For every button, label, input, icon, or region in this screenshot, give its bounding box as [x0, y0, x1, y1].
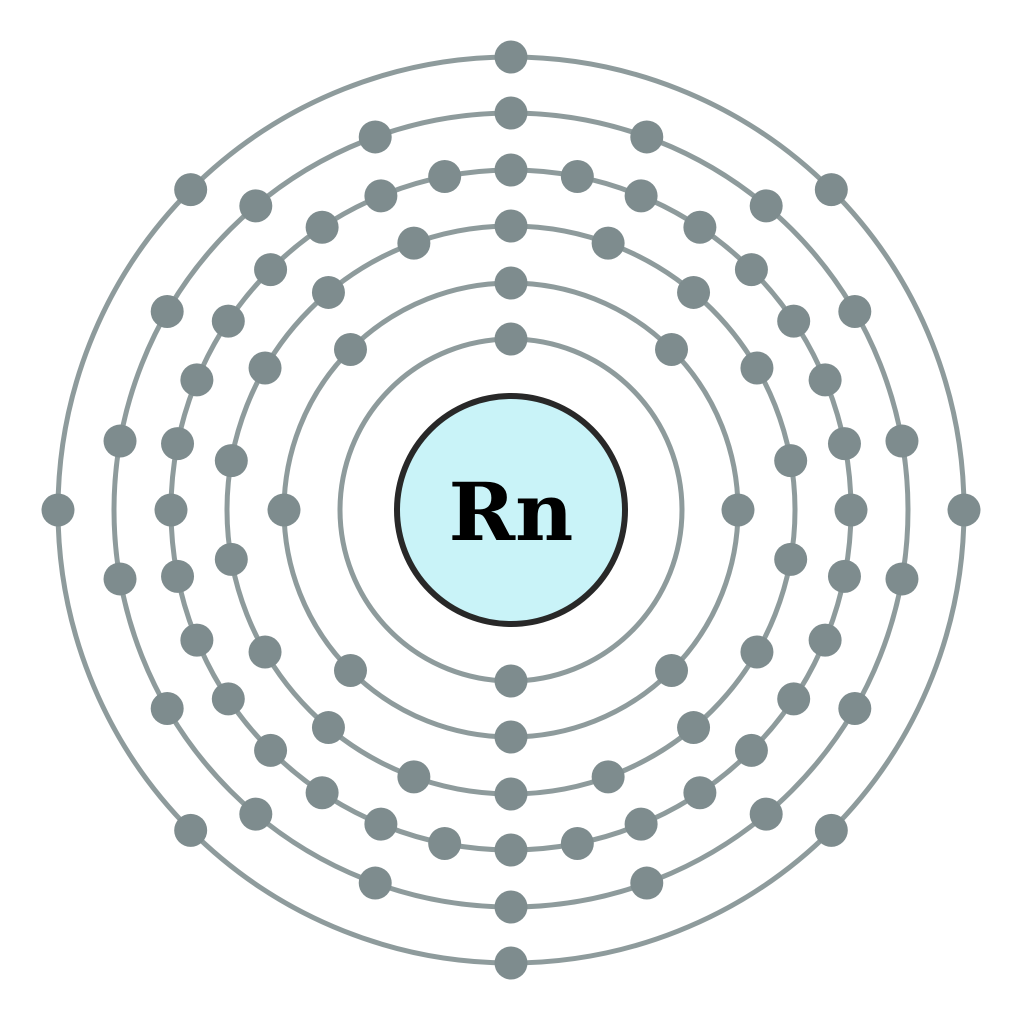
electron-shell4-13: [734, 733, 768, 767]
electron-shell3-18: [397, 226, 431, 260]
electron-shell5-3: [749, 189, 783, 223]
electron-shell6-6: [174, 813, 208, 847]
electron-shell4-27: [180, 363, 214, 397]
electron-shell5-16: [150, 295, 184, 328]
electron-shell4-2: [560, 160, 594, 194]
electron-shell2-5: [494, 720, 528, 754]
electron-shell5-7: [838, 692, 872, 725]
electron-shell3-7: [740, 635, 774, 669]
electron-shell4-12: [777, 682, 811, 716]
electron-shell5-17: [239, 189, 273, 223]
electron-shell3-3: [677, 275, 711, 309]
element-symbol: Rn: [449, 465, 574, 559]
electron-shell2-3: [721, 493, 755, 527]
electron-shell4-5: [734, 253, 768, 287]
electron-shell4-23: [180, 623, 214, 657]
electron-shell4-8: [827, 427, 861, 461]
electron-shell4-17: [494, 833, 528, 867]
electron-shell4-14: [683, 776, 717, 810]
electron-shell1-1: [494, 322, 528, 356]
electron-shell4-29: [254, 253, 288, 287]
electron-shell3-13: [248, 635, 282, 669]
electron-shell6-7: [41, 493, 75, 527]
electron-shell5-9: [630, 866, 664, 900]
electron-shell3-5: [774, 444, 808, 478]
electron-shell2-1: [494, 266, 528, 300]
electron-shell4-25: [154, 493, 188, 527]
electron-shell5-2: [630, 120, 664, 154]
electron-shell4-26: [161, 427, 195, 461]
electron-shell4-24: [161, 559, 195, 593]
electron-shell4-9: [834, 493, 868, 527]
electron-shell6-5: [494, 946, 528, 980]
electron-shell6-2: [814, 173, 848, 207]
electron-shell3-12: [311, 711, 345, 745]
electron-shell4-32: [428, 160, 462, 194]
electron-shell2-2: [655, 332, 689, 366]
electron-shell5-6: [885, 562, 919, 596]
electron-shell5-13: [150, 692, 184, 725]
electron-shell2-6: [333, 654, 367, 688]
electron-shell5-10: [494, 890, 528, 924]
electron-shell4-18: [428, 826, 462, 860]
electron-shell3-16: [248, 351, 282, 385]
electron-shell6-4: [814, 813, 848, 847]
electron-shell5-18: [358, 120, 392, 154]
electron-shell3-2: [591, 226, 625, 260]
electron-shell3-1: [494, 209, 528, 243]
electron-shell4-15: [624, 807, 658, 841]
electron-shell4-16: [560, 826, 594, 860]
electron-shell6-1: [494, 40, 528, 74]
electron-shell4-4: [683, 210, 717, 244]
electron-shell3-6: [774, 542, 808, 576]
electron-shell3-17: [311, 275, 345, 309]
electron-shell4-20: [305, 776, 339, 810]
electron-shell6-3: [947, 493, 981, 527]
electron-shell3-4: [740, 351, 774, 385]
electron-shell1-2: [494, 664, 528, 698]
electron-shell3-15: [214, 444, 248, 478]
electron-shell4-31: [364, 179, 398, 213]
electron-shell4-22: [211, 682, 245, 716]
nucleus-circle: [394, 393, 628, 627]
electron-shell2-8: [333, 332, 367, 366]
electron-shell2-7: [267, 493, 301, 527]
electron-shell5-15: [103, 424, 137, 458]
electron-shell3-14: [214, 542, 248, 576]
electron-shell4-21: [254, 733, 288, 767]
electron-shell6-8: [174, 173, 208, 207]
electron-shell5-5: [885, 424, 919, 458]
electron-shell5-8: [749, 797, 783, 831]
electron-shell4-28: [211, 304, 245, 338]
electron-shell4-6: [777, 304, 811, 338]
electron-shell5-11: [358, 866, 392, 900]
electron-shell4-30: [305, 210, 339, 244]
electron-shell5-12: [239, 797, 273, 831]
electron-dots: [41, 40, 981, 980]
electron-shell4-1: [494, 153, 528, 187]
electron-shell2-4: [655, 654, 689, 688]
electron-shell3-11: [397, 760, 431, 794]
electron-shell4-10: [827, 559, 861, 593]
electron-shell5-4: [838, 295, 872, 328]
electron-shell4-11: [808, 623, 842, 657]
electron-shell3-8: [677, 711, 711, 745]
electron-shell4-7: [808, 363, 842, 397]
electron-shell3-9: [591, 760, 625, 794]
electron-shell4-19: [364, 807, 398, 841]
electron-shell3-10: [494, 777, 528, 811]
electron-shell5-1: [494, 96, 528, 130]
electron-shell4-3: [624, 179, 658, 213]
electron-shell5-14: [103, 562, 137, 596]
